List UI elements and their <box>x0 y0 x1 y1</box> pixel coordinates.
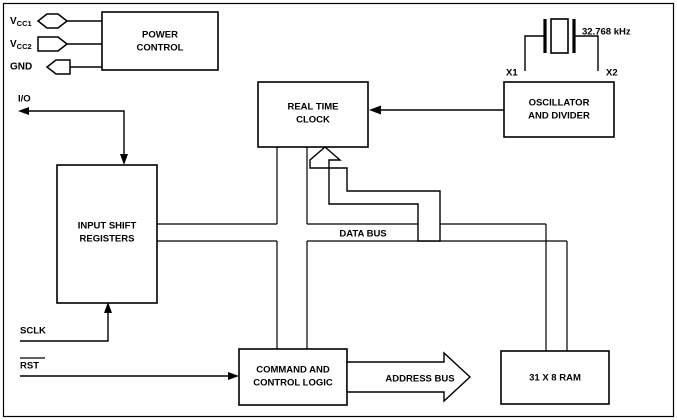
command-control-label-line2: CONTROL LOGIC <box>253 378 333 389</box>
address-bus-label: ADDRESS BUS <box>385 374 454 385</box>
io-arrowhead-down <box>120 154 128 165</box>
vcc2-pin-symbol <box>37 36 69 52</box>
sclk-arrowhead-up <box>104 302 112 313</box>
rst-label: RST <box>20 361 39 372</box>
power-control-label-line2: CONTROL <box>137 43 184 54</box>
input-shift-registers-block <box>56 164 158 304</box>
crystal-frequency-label: 32.768 kHz <box>582 27 631 38</box>
gnd-label: GND <box>10 62 32 73</box>
oscillator-label-line1: OSCILLATOR <box>529 98 590 109</box>
real-time-clock-label-line1: REAL TIME <box>287 102 338 113</box>
crystal-lead-x1 <box>524 35 545 71</box>
input-shift-registers-label-line2: REGISTERS <box>80 234 135 245</box>
real-time-clock-label-line2: CLOCK <box>296 115 330 126</box>
gnd-pin-symbol <box>45 59 71 75</box>
sclk-wire <box>20 307 109 342</box>
command-control-logic-block <box>238 348 348 406</box>
io-label: I/O <box>18 94 31 105</box>
power-control-label-line1: POWER <box>142 30 178 41</box>
oscillator-label-line2: AND DIVIDER <box>528 111 590 122</box>
command-control-label-line1: COMMAND AND <box>256 365 330 376</box>
crystal-lead-x2 <box>574 35 599 71</box>
io-wire <box>27 110 125 161</box>
oscillator-to-rtc-arrowhead <box>369 105 381 115</box>
sclk-label: SCLK <box>20 326 46 337</box>
oscillator-block <box>503 81 615 138</box>
vcc2-sub: CC2 <box>17 42 32 51</box>
vcc2-label: VCC2 <box>10 39 32 51</box>
ram-block <box>500 350 610 405</box>
data-bus-to-rtc-block-arrow <box>309 146 441 242</box>
io-arrowhead-left <box>18 107 29 115</box>
vcc1-sub: CC1 <box>17 19 32 28</box>
vcc1-label: VCC1 <box>10 16 32 28</box>
vcc2-base: V <box>10 39 17 50</box>
power-control-block <box>101 11 219 71</box>
rst-arrowhead-right <box>228 372 239 380</box>
vcc1-pin-symbol <box>36 13 69 29</box>
input-shift-registers-label-line1: INPUT SHIFT <box>78 221 137 232</box>
x1-terminal-label: X1 <box>506 68 518 79</box>
x2-terminal-label: X2 <box>606 68 618 79</box>
crystal-body <box>550 18 569 54</box>
address-bus-block-arrow <box>346 351 472 403</box>
data-bus-label: DATA BUS <box>339 229 386 240</box>
vcc1-base: V <box>10 16 17 27</box>
ram-label: 31 X 8 RAM <box>529 373 581 384</box>
real-time-clock-block <box>257 81 369 148</box>
